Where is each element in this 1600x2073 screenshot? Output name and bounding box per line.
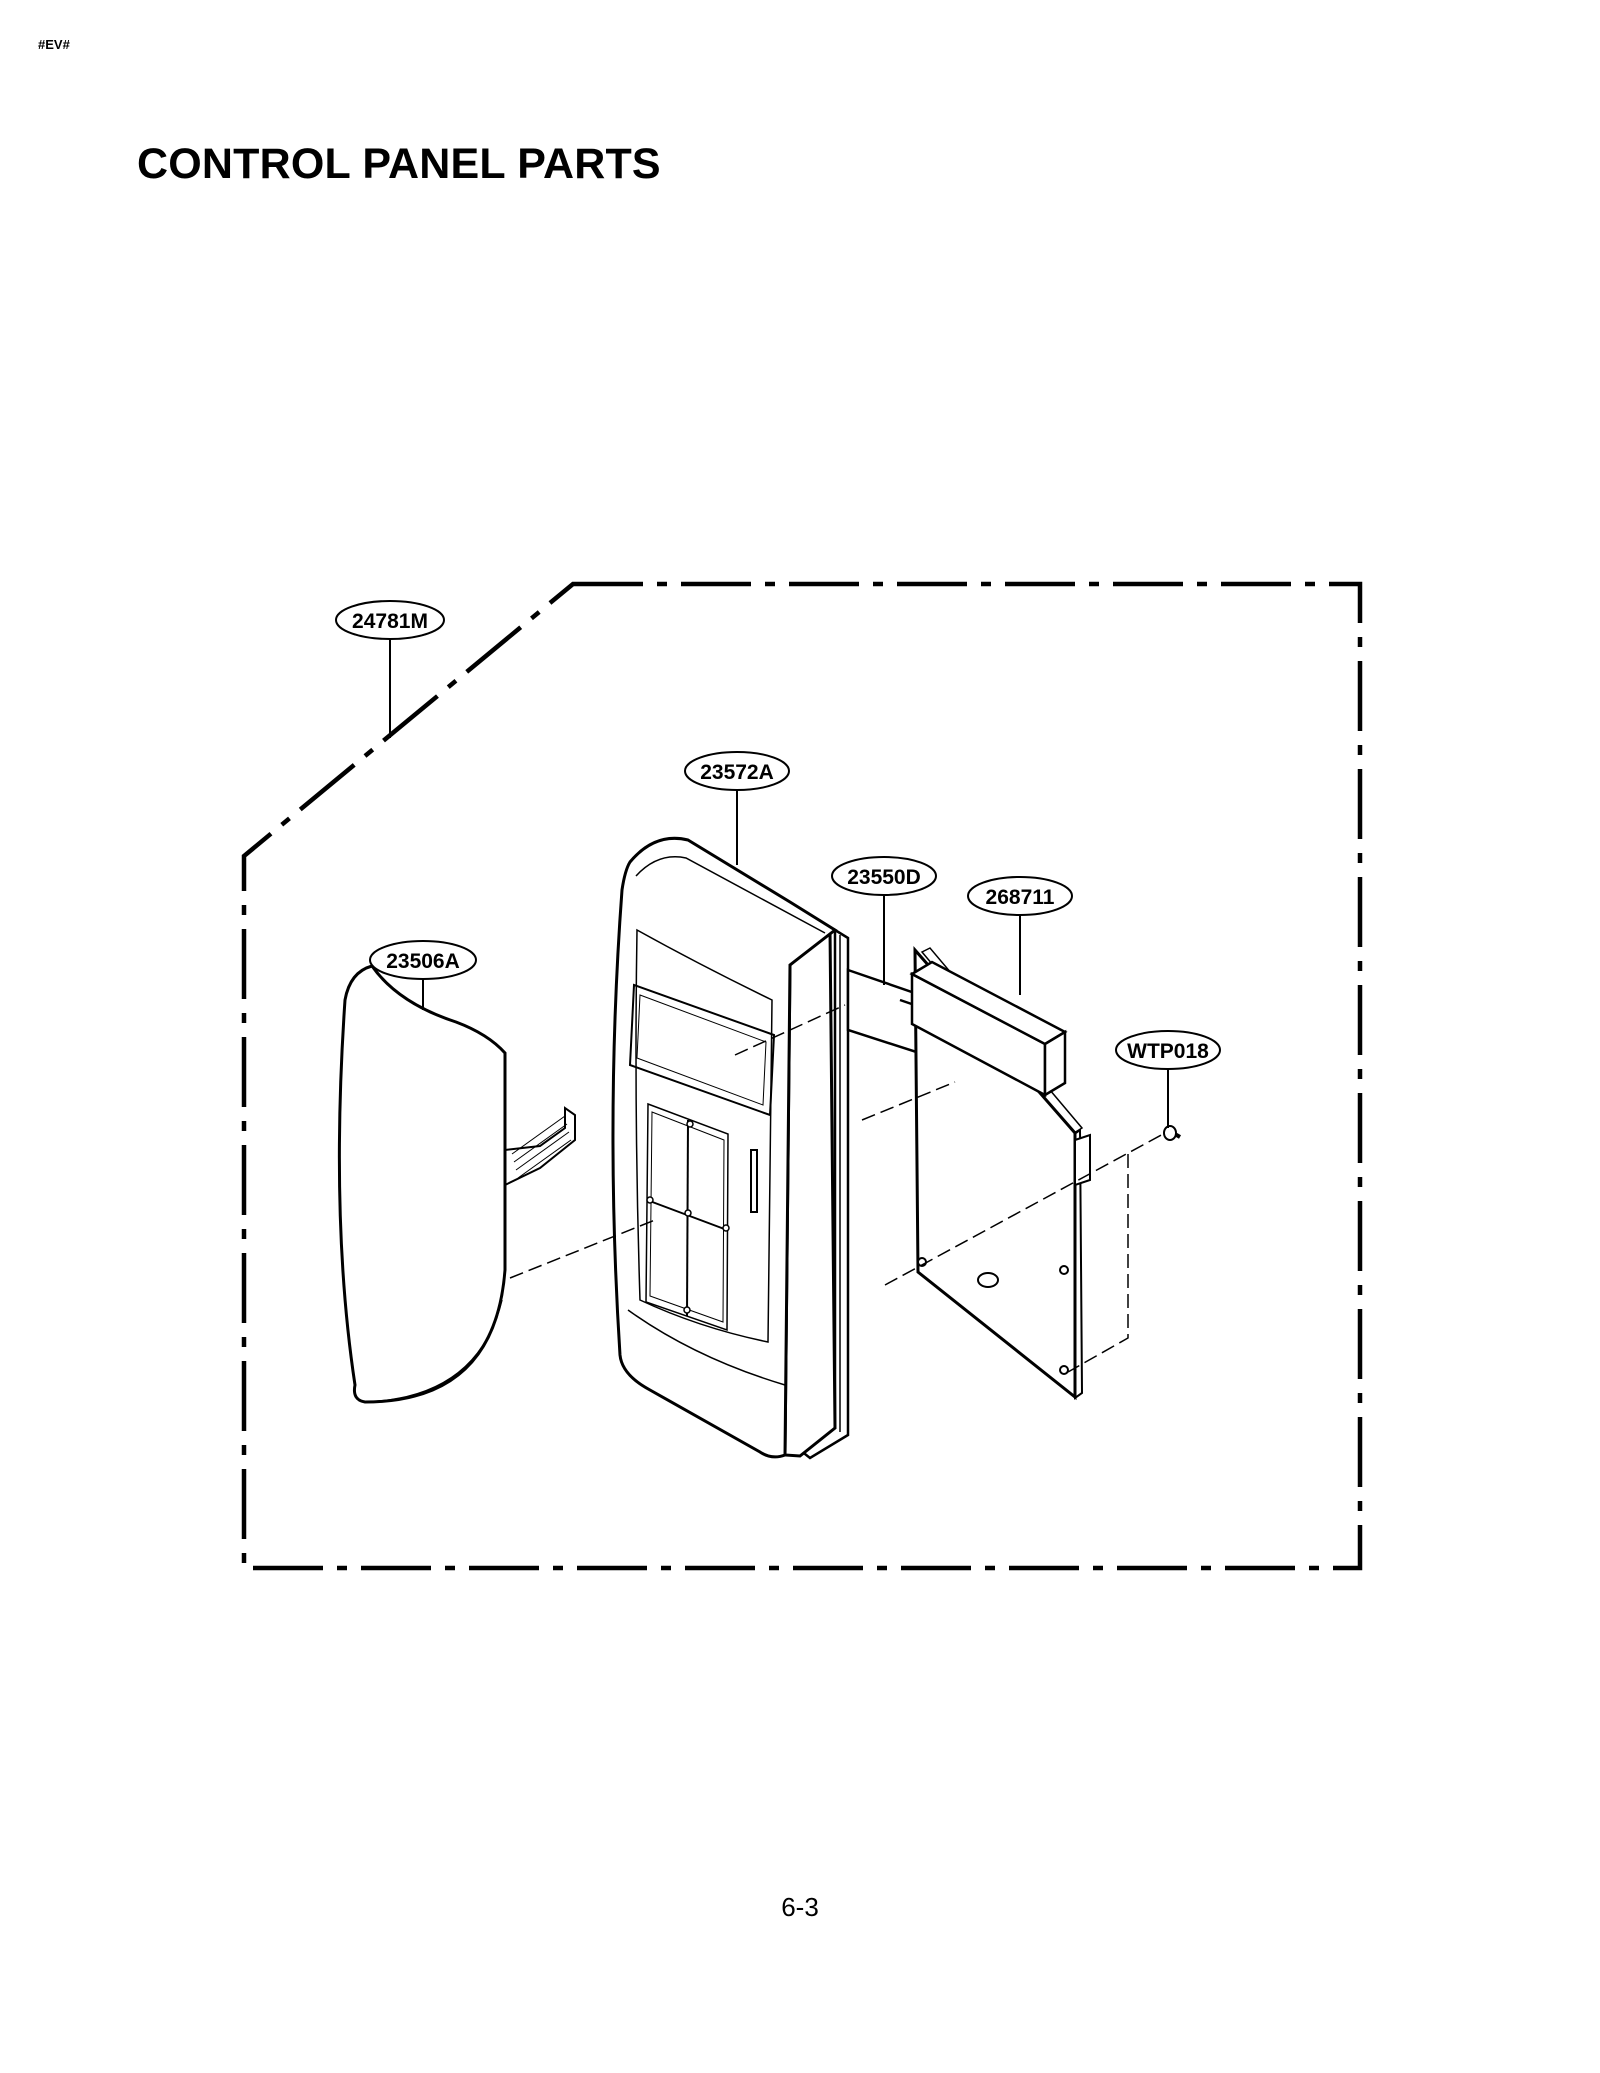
leader-lines: [389, 638, 1169, 1128]
membrane-cover-body: [337, 964, 507, 1404]
callout-label: WTP018: [1127, 1040, 1209, 1063]
callout-label: 23550D: [847, 866, 921, 889]
callout-label: 23506A: [386, 950, 460, 973]
side-slot: [750, 1149, 758, 1213]
assembly-guide-lines: [509, 1004, 1166, 1373]
callout-screw: WTP018: [1115, 1030, 1221, 1070]
membrane-cover-part: [337, 964, 576, 1404]
callout-assembly: 24781M: [335, 600, 445, 640]
screw-part: [1163, 1125, 1182, 1141]
callout-label: 268711: [986, 886, 1055, 909]
callout-membrane-cover: 23506A: [369, 940, 477, 980]
display-window: [628, 983, 776, 1117]
callout-label: 23572A: [700, 761, 774, 784]
page-number: 6-3: [781, 1892, 819, 1922]
callout-pcb: 268711: [967, 876, 1073, 916]
panel-frame-part: [611, 836, 850, 1460]
assembly-boundary: [241, 581, 1363, 1571]
callout-label: 24781M: [352, 610, 428, 633]
ribbon-cable: [504, 1106, 576, 1187]
document-code: #EV#: [38, 37, 70, 52]
pcb-part: [909, 945, 1091, 1401]
callout-panel-frame: 23572A: [684, 751, 790, 791]
page-title: CONTROL PANEL PARTS: [137, 140, 661, 188]
keypad-grid: [645, 1102, 730, 1332]
callout-insulation-sheet: 23550D: [831, 856, 937, 896]
